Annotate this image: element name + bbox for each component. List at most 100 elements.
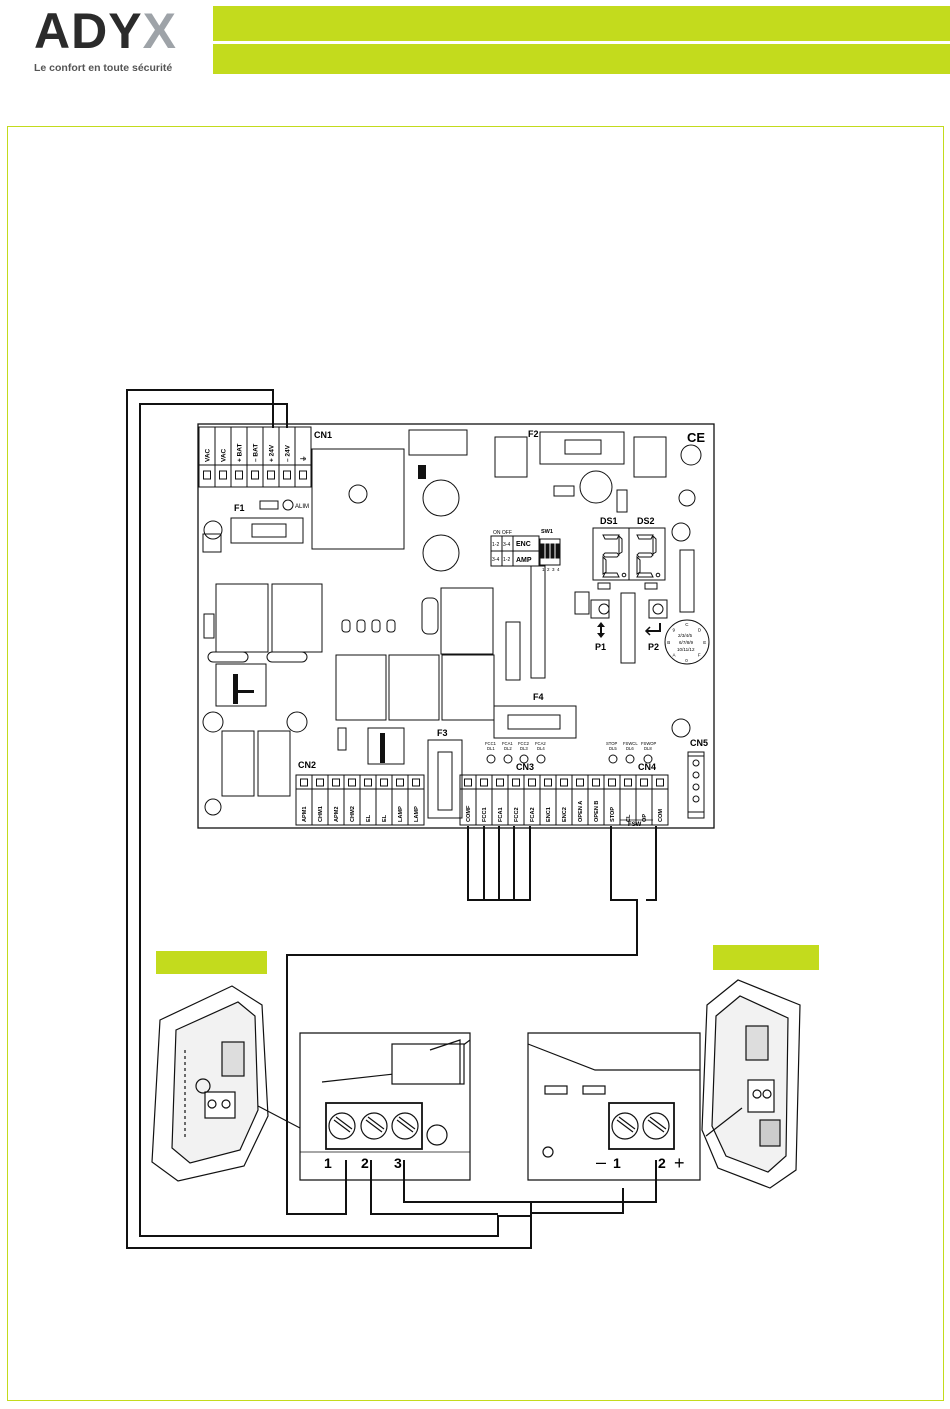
wires bbox=[126, 389, 657, 1249]
cn4-terminal-label: STOP bbox=[610, 807, 616, 822]
cn4-label: CN4 bbox=[638, 762, 656, 772]
cn2-terminal-label: LAMP bbox=[398, 806, 404, 822]
f3-label: F3 bbox=[437, 728, 448, 738]
cn1-terminal-label: – BAT bbox=[253, 444, 260, 462]
solid-marks bbox=[233, 465, 426, 763]
dial-letter: C bbox=[685, 622, 689, 627]
dial-letter: E bbox=[703, 640, 706, 645]
dial-text-2: 6/7/8/9 bbox=[679, 640, 693, 645]
cn1-terminal: – 24V bbox=[278, 427, 292, 487]
p1-label: P1 bbox=[595, 642, 606, 652]
cn2-label: CN2 bbox=[298, 760, 316, 770]
cn3-terminal-label: ENC2 bbox=[562, 807, 568, 822]
cn2-terminal: APM1 bbox=[295, 774, 313, 826]
board-components bbox=[202, 429, 705, 819]
cn4-terminal-label: OPEN A bbox=[578, 801, 584, 822]
dip-cell-1: 1-2 bbox=[492, 542, 499, 548]
cn2-terminal: LAMP bbox=[407, 774, 425, 826]
led-label-sub: DL6 bbox=[626, 746, 634, 751]
led-label: STOP bbox=[606, 741, 618, 746]
dip-cell-2: 3-4 bbox=[503, 542, 510, 548]
cn3-terminal-label: FCC1 bbox=[482, 807, 488, 822]
enc-label: ENC bbox=[516, 541, 531, 548]
header-band-top bbox=[213, 6, 950, 41]
header-band-bottom bbox=[213, 44, 950, 74]
dip-cell-4: 1-2 bbox=[503, 557, 510, 563]
dial-letter: F bbox=[698, 653, 701, 658]
page-header: ADYX Le confort en toute sécurité bbox=[0, 0, 950, 110]
logo-wordmark: ADY bbox=[34, 3, 143, 59]
dip-cell-3: 3-4 bbox=[492, 557, 499, 563]
onoff-label: ON OFF bbox=[493, 530, 512, 536]
dial-text-1: 2/3/4/5 bbox=[678, 633, 692, 638]
cn1-terminal: VAC bbox=[198, 427, 212, 487]
led-label-sub: DL1 bbox=[487, 746, 495, 751]
cn3-terminal: ENC1 bbox=[539, 774, 557, 826]
cn5-label: CN5 bbox=[690, 738, 708, 748]
ce-mark: CE bbox=[687, 430, 705, 445]
cn2-terminal-label: CHM1 bbox=[318, 806, 324, 822]
cn4-terminal: CL bbox=[619, 774, 637, 826]
dial-letter: D bbox=[698, 627, 702, 632]
cn1-terminal-label: + BAT bbox=[237, 443, 244, 462]
cn4-terminal: COM bbox=[651, 774, 669, 826]
dip-number: 1 bbox=[542, 567, 545, 572]
dip-switch-sw1 bbox=[490, 535, 561, 567]
brand-tagline: Le confort en toute sécurité bbox=[34, 62, 173, 74]
led-label-sub: DL5 bbox=[609, 746, 617, 751]
cn2-terminal: EL bbox=[375, 774, 393, 826]
sw1-label: SW1 bbox=[541, 529, 553, 535]
transmitter-label-tag bbox=[713, 945, 819, 970]
led-label: FCC2 bbox=[518, 741, 530, 746]
transmitter-terminal-1: 1 bbox=[613, 1155, 621, 1171]
cn1-terminal: ⏚ bbox=[294, 427, 308, 487]
cn3-terminal: FCC1 bbox=[475, 774, 493, 826]
p2-label: P2 bbox=[648, 642, 659, 652]
cn4-terminal-label: OPEN B bbox=[594, 801, 600, 822]
transmitter-housing bbox=[701, 979, 801, 1189]
cn1-terminal: VAC bbox=[214, 427, 228, 487]
cn1-terminal: + 24V bbox=[262, 427, 276, 487]
receiver-terminal-1: 1 bbox=[324, 1155, 332, 1171]
rotary-dial bbox=[664, 619, 710, 665]
ds2-label: DS2 bbox=[637, 516, 655, 526]
cn3-terminal: FCC2 bbox=[507, 774, 525, 826]
cn3-terminal-label: FCC2 bbox=[514, 807, 520, 822]
led-label: FSWCL bbox=[623, 741, 638, 746]
brand-logo: ADYX bbox=[34, 2, 177, 60]
dip-number: 4 bbox=[557, 567, 560, 572]
logo-x-mark: X bbox=[142, 3, 177, 59]
p1-arrow-icon bbox=[597, 622, 605, 638]
led-label-sub: DL8 bbox=[644, 746, 652, 751]
cn4-terminal: OP bbox=[635, 774, 653, 826]
alim-label: ALIM bbox=[295, 504, 309, 510]
cn2-terminal: APM2 bbox=[327, 774, 345, 826]
dial-letter: 0 bbox=[685, 658, 688, 663]
cn2-terminal-label: EL bbox=[366, 814, 372, 822]
transmitter-plus: + bbox=[674, 1153, 685, 1173]
dip-number: 2 bbox=[547, 567, 550, 572]
led-label: FCC1 bbox=[485, 741, 497, 746]
cn4-terminal: STOP bbox=[603, 774, 621, 826]
cn1-terminal-label: – 24V bbox=[285, 444, 292, 462]
cn3-terminal-label: COMF bbox=[466, 805, 472, 822]
cn5-connector bbox=[687, 751, 705, 813]
f1-label: F1 bbox=[234, 503, 245, 513]
cn3-terminal: FCA1 bbox=[491, 774, 509, 826]
led-label: FSWOP bbox=[641, 741, 657, 746]
cn2-terminal-label: APM1 bbox=[302, 806, 308, 822]
cn1-terminal-label: VAC bbox=[205, 448, 212, 462]
cn1-label: CN1 bbox=[314, 430, 332, 440]
content-frame bbox=[7, 126, 944, 1401]
dip-number: 3 bbox=[552, 567, 555, 572]
receiver-label-tag bbox=[156, 951, 267, 974]
receiver-terminal-3: 3 bbox=[394, 1155, 402, 1171]
cn1-terminal: – BAT bbox=[246, 427, 260, 487]
transmitter-minus: – bbox=[596, 1152, 606, 1172]
led-label-sub: DL4 bbox=[537, 746, 545, 751]
cn2-terminal: CHM2 bbox=[343, 774, 361, 826]
cn2-terminal-label: EL bbox=[382, 814, 388, 822]
transmitter-terminal-2: 2 bbox=[658, 1155, 666, 1171]
